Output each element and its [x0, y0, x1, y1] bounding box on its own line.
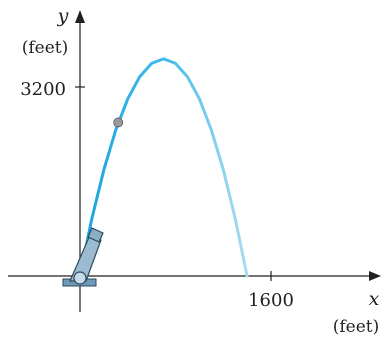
y-tick-label: 3200 — [20, 79, 66, 100]
x-axis-arrow — [369, 271, 381, 281]
x-tick-label: 1600 — [248, 290, 294, 311]
y-axis-unit: (feet) — [22, 38, 69, 58]
x-axis-label: x — [369, 288, 380, 310]
projectile-ball — [113, 117, 124, 128]
y-axis-label: y — [57, 5, 69, 27]
x-axis-unit: (feet) — [333, 317, 380, 337]
y-axis-arrow — [75, 10, 85, 23]
cannon-icon — [62, 227, 104, 287]
trajectory-curve — [78, 57, 249, 278]
ticks — [75, 86, 272, 281]
